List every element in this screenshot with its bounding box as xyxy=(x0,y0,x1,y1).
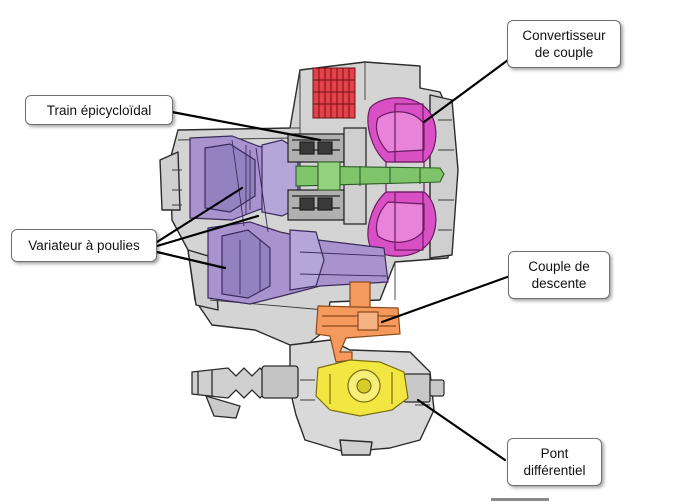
callout-pont-line1: Pont xyxy=(540,446,569,461)
reduction-gears xyxy=(315,281,401,363)
left-output-shaft xyxy=(191,365,299,419)
callout-couple-line1: Couple de xyxy=(528,259,590,274)
scale-bar xyxy=(491,498,549,501)
right-output-stub xyxy=(403,373,445,403)
oil-pump xyxy=(312,67,356,119)
input-shaft xyxy=(295,161,445,191)
callout-train-label: Train épicycloïdal xyxy=(46,102,152,118)
variator-belt-lines xyxy=(231,139,387,294)
leader-variateur-1 xyxy=(155,186,244,244)
callout-train-epicycloidal: Train épicycloïdal xyxy=(25,95,173,125)
variator-pulleys xyxy=(189,135,389,305)
callout-convertisseur-de-couple: Convertisseur de couple xyxy=(507,20,621,68)
callout-convertisseur-line1: Convertisseur xyxy=(522,28,606,43)
callout-variateur-a-poulies: Variateur à poulies xyxy=(11,229,157,262)
callout-couple-line2: descente xyxy=(531,276,587,291)
callout-pont-line2: différentiel xyxy=(523,463,586,478)
torque-converter xyxy=(367,97,437,257)
leader-variateur-2 xyxy=(155,214,260,248)
leader-train xyxy=(170,110,322,142)
leader-convertisseur xyxy=(422,58,510,124)
callout-convertisseur-line2: de couple xyxy=(534,45,594,60)
callout-variateur-label: Variateur à poulies xyxy=(28,238,140,253)
leader-variateur-3 xyxy=(155,250,227,270)
planetary-gear-train xyxy=(287,127,367,225)
differential xyxy=(315,359,409,417)
leader-pont xyxy=(416,398,507,462)
leader-lines xyxy=(155,58,512,462)
leader-couple xyxy=(380,274,512,324)
callout-pont-differentiel: Pont différentiel xyxy=(507,438,602,486)
callout-couple-de-descente: Couple de descente xyxy=(508,251,610,299)
